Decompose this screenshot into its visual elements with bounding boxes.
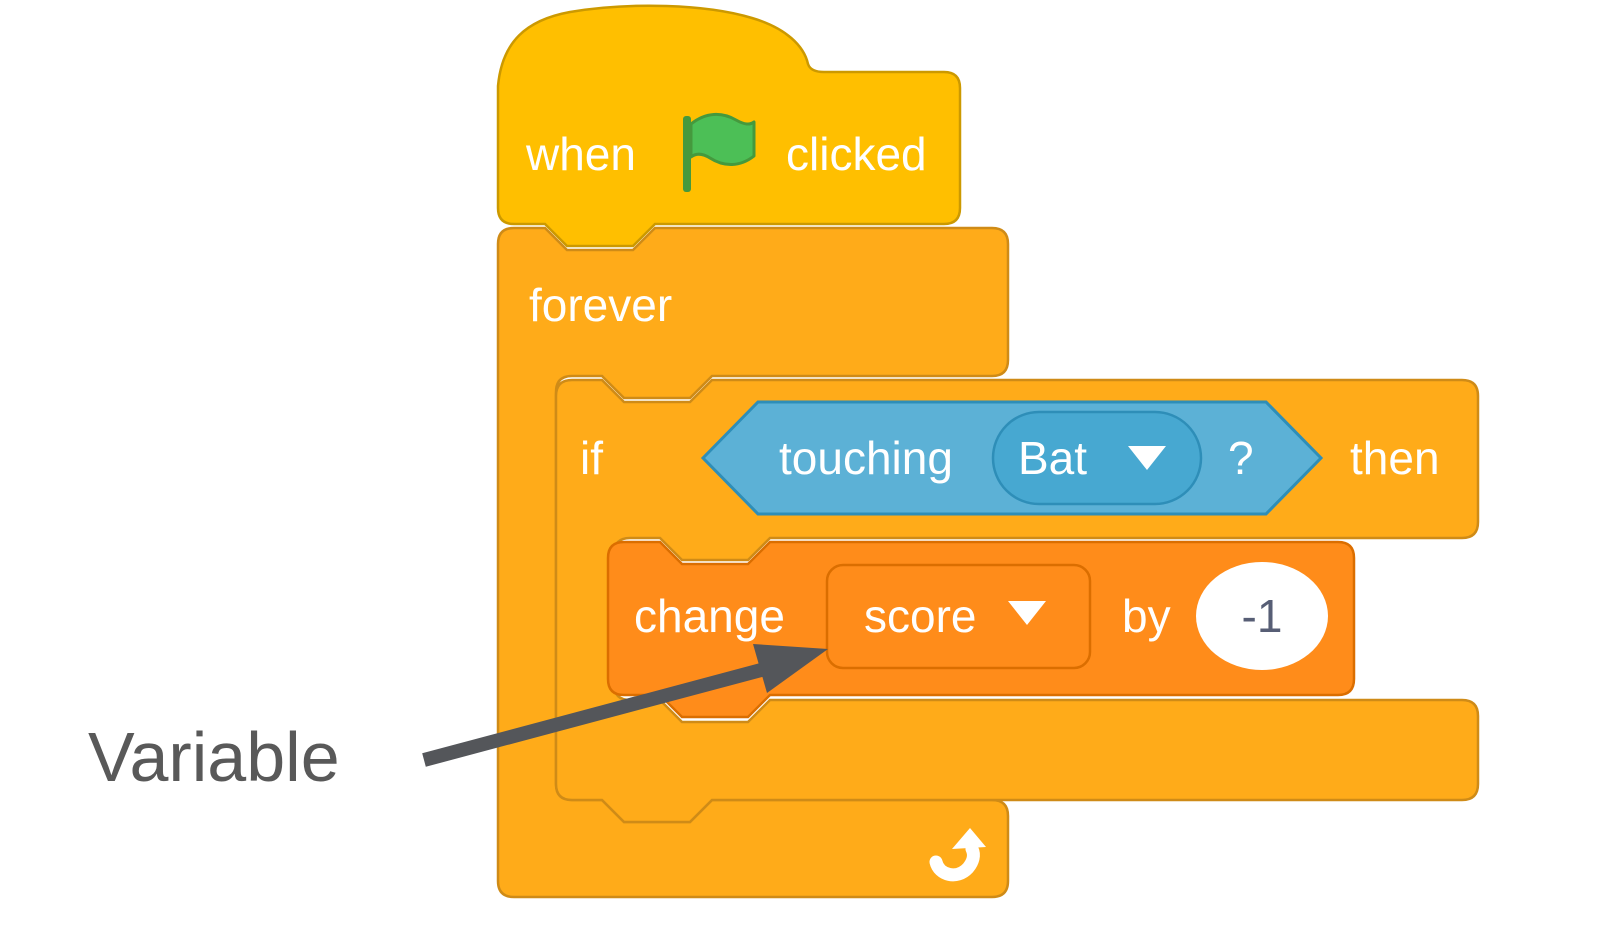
- if-label: if: [580, 432, 603, 484]
- amount-input[interactable]: -1: [1196, 562, 1328, 670]
- variable-dropdown-field[interactable]: [825, 563, 1092, 670]
- when-flag-clicked-block[interactable]: when clicked: [496, 4, 962, 248]
- by-label: by: [1122, 590, 1171, 642]
- variable-dropdown-value: score: [864, 590, 976, 642]
- annotation-arrow-line: [422, 662, 767, 767]
- annotation-arrow-head: [753, 644, 828, 693]
- sprite-dropdown[interactable]: Bat: [991, 410, 1203, 506]
- flag-body: [689, 113, 756, 166]
- touching-label: touching: [779, 432, 953, 484]
- green-flag-icon: [683, 113, 756, 192]
- amount-input-value: -1: [1242, 590, 1283, 642]
- when-label: when: [525, 128, 636, 180]
- amount-input-oval[interactable]: [1196, 562, 1328, 670]
- annotation-label: Variable: [88, 718, 340, 796]
- loop-arrow-icon: [929, 828, 986, 882]
- sprite-dropdown-pill[interactable]: [991, 410, 1203, 506]
- loop-arrow-head: [952, 828, 986, 849]
- chevron-down-icon: [1008, 601, 1046, 625]
- sprite-dropdown-value: Bat: [1018, 432, 1087, 484]
- change-variable-block[interactable]: change score by -1: [606, 540, 1356, 719]
- change-label: change: [634, 590, 785, 642]
- flag-pole: [683, 116, 691, 192]
- annotation: Variable: [88, 644, 828, 796]
- chevron-down-icon: [1128, 446, 1166, 470]
- forever-label: forever: [529, 279, 672, 331]
- question-mark-label: ?: [1228, 432, 1254, 484]
- then-label: then: [1350, 432, 1440, 484]
- clicked-label: clicked: [786, 128, 927, 180]
- if-then-block[interactable]: if touching Bat ? then: [554, 378, 1480, 824]
- loop-arrow-curve: [929, 842, 980, 882]
- touching-condition[interactable]: touching Bat ?: [700, 400, 1324, 516]
- variable-dropdown[interactable]: score: [825, 563, 1092, 670]
- forever-block[interactable]: forever: [496, 226, 1010, 899]
